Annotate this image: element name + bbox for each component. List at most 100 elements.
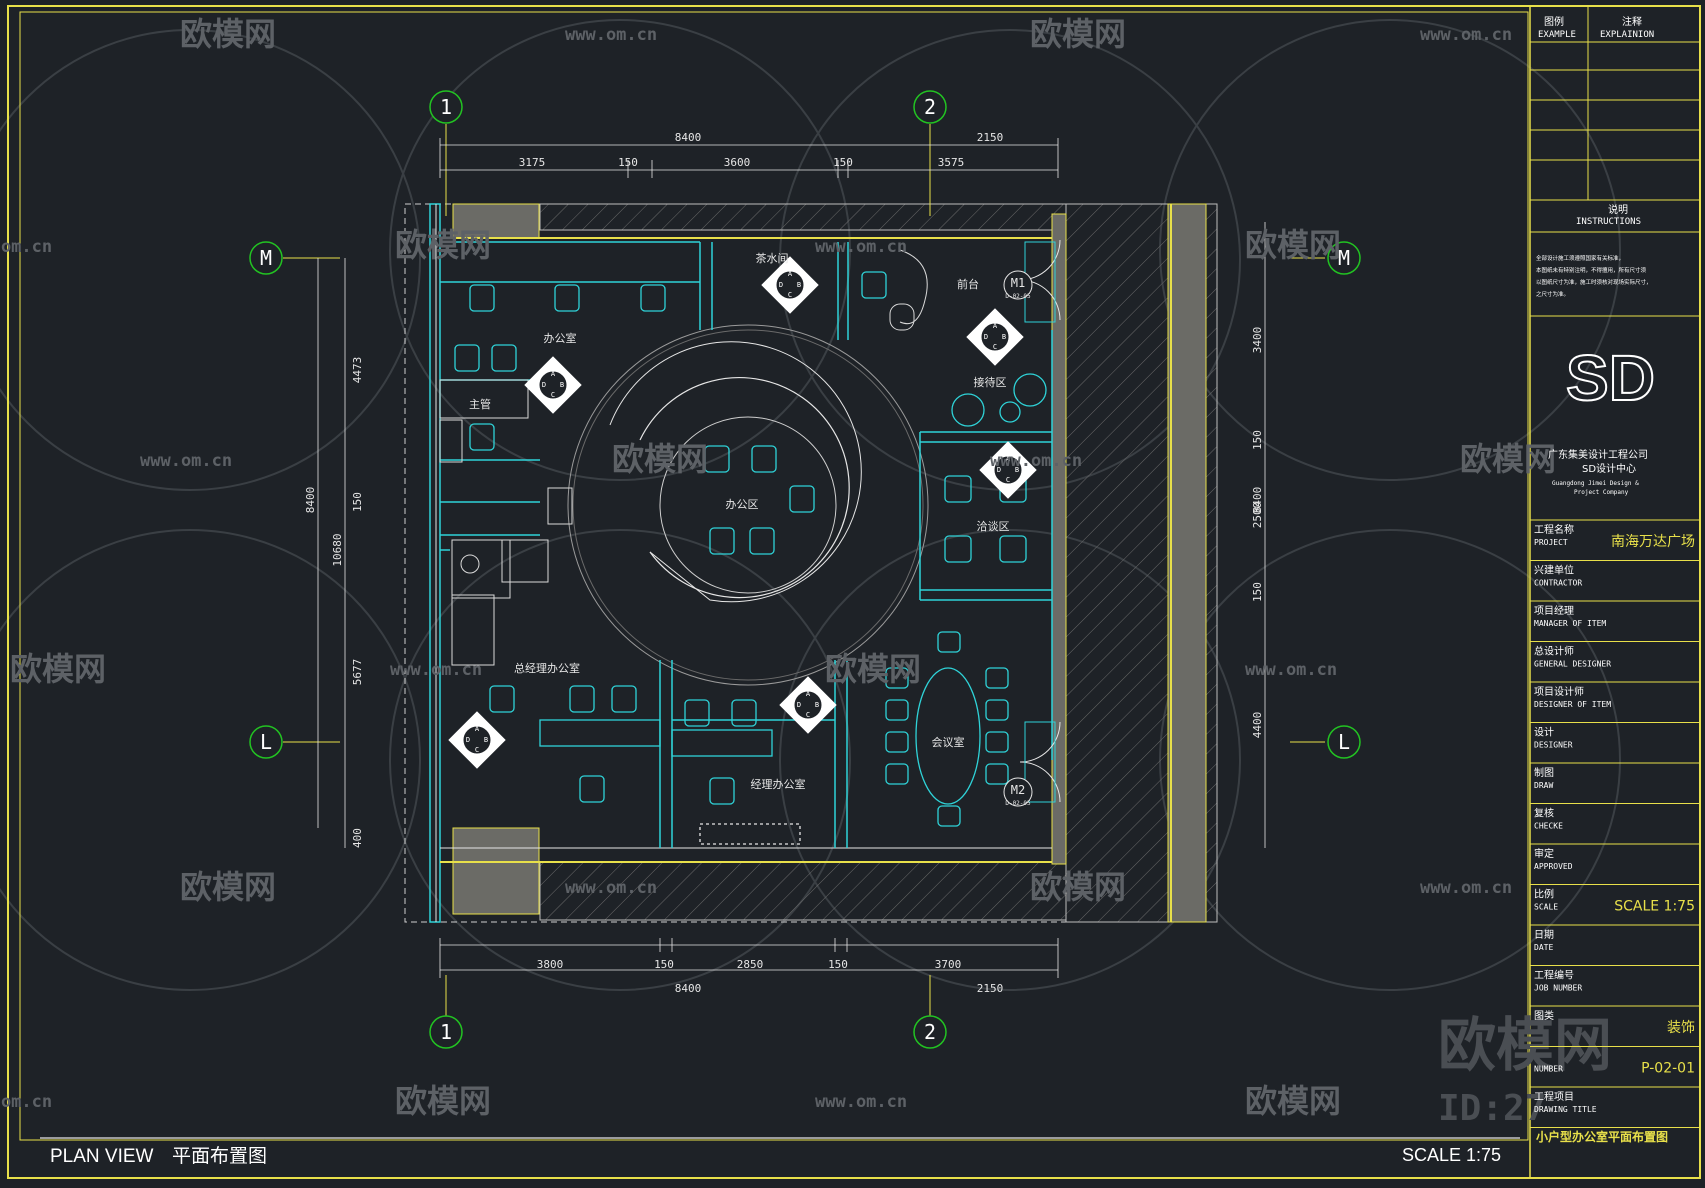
- row-label-en: CONTRACTOR: [1534, 579, 1582, 588]
- title-block-row: 总设计师 GENERAL DESIGNER: [1530, 645, 1700, 683]
- dim-bottom-part-4: 150: [828, 958, 848, 971]
- room-office: 办公室: [544, 331, 577, 345]
- elevation-letter: D: [997, 466, 1001, 474]
- row-value: P-02-01: [1641, 1061, 1695, 1077]
- axis-1-bottom: 1: [440, 1020, 452, 1044]
- room-manager-office: 经理办公室: [751, 777, 806, 791]
- instructions-line-4: 之尺寸为准。: [1536, 290, 1569, 298]
- watermark-url: www.om.cn: [1420, 25, 1512, 45]
- furniture-desks: [439, 249, 928, 666]
- elevation-letter: B: [1002, 333, 1006, 341]
- elevation-letter: D: [466, 736, 470, 744]
- company-name-en-1: Guangdong Jimei Design &: [1552, 480, 1639, 487]
- watermark-layer: 欧模网 欧模网 欧模网 欧模网 欧模网 欧模网 欧模网 欧模网 欧模网 欧模网 …: [10, 15, 1612, 1129]
- row-label-en: SCALE: [1534, 903, 1558, 912]
- axis-l-right: L: [1338, 730, 1350, 754]
- dim-right-part-2: 150: [1251, 430, 1264, 450]
- watermark-url: www.om.cn: [1245, 660, 1337, 680]
- row-label-en: CHECKE: [1534, 822, 1563, 831]
- axis-m-right: M: [1338, 246, 1350, 270]
- watermark-url: www.om.cn: [815, 237, 907, 257]
- furniture-chairs: [454, 271, 1047, 845]
- row-label-cn: 复核: [1534, 807, 1554, 820]
- dim-left-total: 10680: [331, 533, 344, 566]
- dim-left-part-2: 150: [351, 492, 364, 512]
- row-label-cn: 兴建单位: [1534, 564, 1574, 577]
- title-block-row: 兴建单位 CONTRACTOR: [1530, 564, 1700, 602]
- watermark-brand: 欧模网: [1245, 1082, 1341, 1120]
- door-m1-label: M1: [1011, 276, 1025, 290]
- elevation-letter: A: [475, 725, 480, 733]
- notes-head-en: EXPLAINION: [1600, 30, 1654, 40]
- elevation-letter: C: [806, 711, 810, 719]
- row-label-en: GENERAL DESIGNER: [1534, 660, 1611, 669]
- elevation-letter: D: [779, 281, 783, 289]
- watermark-id: ID:27: [1438, 1088, 1546, 1129]
- elevation-letter: C: [475, 746, 479, 754]
- row-label-cn: 总设计师: [1534, 645, 1574, 658]
- row-label-en: DRAW: [1534, 781, 1553, 790]
- dim-bottom-total-2: 2150: [977, 982, 1004, 995]
- plan-title-cn: 平面布置图: [172, 1145, 267, 1167]
- dim-right-part-3: 2500: [1251, 502, 1264, 529]
- watermark-url: www.om.cn: [565, 25, 657, 45]
- dim-top-part-2: 150: [618, 156, 638, 169]
- watermark-url: www.om.cn: [565, 878, 657, 898]
- room-negotiation: 洽谈区: [977, 520, 1010, 533]
- outer-frame: [7, 5, 1701, 1179]
- dim-bottom-part-3: 2850: [737, 958, 764, 971]
- dim-top-part-3: 3600: [724, 156, 751, 169]
- watermark-brand: 欧模网: [395, 226, 491, 264]
- company-logo: SD: [1566, 342, 1655, 414]
- elevation-letter: B: [560, 381, 564, 389]
- elevation-letter: C: [1006, 476, 1010, 484]
- dim-left-outer: 8400: [304, 487, 317, 514]
- axis-1-top: 1: [440, 95, 452, 119]
- dim-bottom-part-2: 150: [654, 958, 674, 971]
- row-label-cn: 比例: [1534, 888, 1554, 901]
- elevation-letter: C: [993, 343, 997, 351]
- company-name-cn: 广东集美设计工程公司: [1548, 448, 1648, 461]
- row-label-en: JOB NUMBER: [1534, 984, 1582, 993]
- door-m1-ref: D-02-05: [1005, 293, 1031, 300]
- dim-bottom-part-1: 3800: [537, 958, 564, 971]
- open-office-ring: [567, 324, 929, 686]
- elevation-letter: B: [815, 701, 819, 709]
- title-block-row: 比例 SCALE SCALE 1:75: [1530, 888, 1700, 926]
- row-label-cn: 项目设计师: [1534, 685, 1584, 698]
- dim-top-total-2: 2150: [977, 131, 1004, 144]
- dim-top-part-5: 3575: [938, 156, 965, 169]
- plan-title-en: PLAN VIEW: [50, 1146, 154, 1167]
- instructions-line-2: 本图纸未有特别注明，不得擅用，所有尺寸须: [1536, 266, 1647, 274]
- door-m2-ref: D-02-05: [1005, 800, 1031, 807]
- grid-axis-circles: [249, 90, 1361, 1049]
- axis-2-bottom: 2: [924, 1020, 936, 1044]
- row-value: SCALE 1:75: [1614, 899, 1695, 915]
- watermark-url: www.om.cn: [815, 1092, 907, 1112]
- notes-head-cn: 注释: [1622, 15, 1642, 28]
- room-supervisor: 主管: [469, 397, 491, 411]
- watermark-brand: 欧模网: [1030, 15, 1126, 53]
- row-label-en: DESIGNER: [1534, 741, 1573, 750]
- dim-top-total-1: 8400: [675, 131, 702, 144]
- row-value: 南海万达广场: [1611, 534, 1695, 550]
- company-sub-cn: SD设计中心: [1582, 462, 1636, 475]
- watermark-brand: 欧模网: [395, 1082, 491, 1120]
- row-label-cn: 设计: [1534, 726, 1554, 739]
- elevation-letter: C: [788, 291, 792, 299]
- watermark-brand: 欧模网: [180, 15, 276, 53]
- watermark-brand: 欧模网: [612, 440, 708, 478]
- elevation-letter: D: [542, 381, 546, 389]
